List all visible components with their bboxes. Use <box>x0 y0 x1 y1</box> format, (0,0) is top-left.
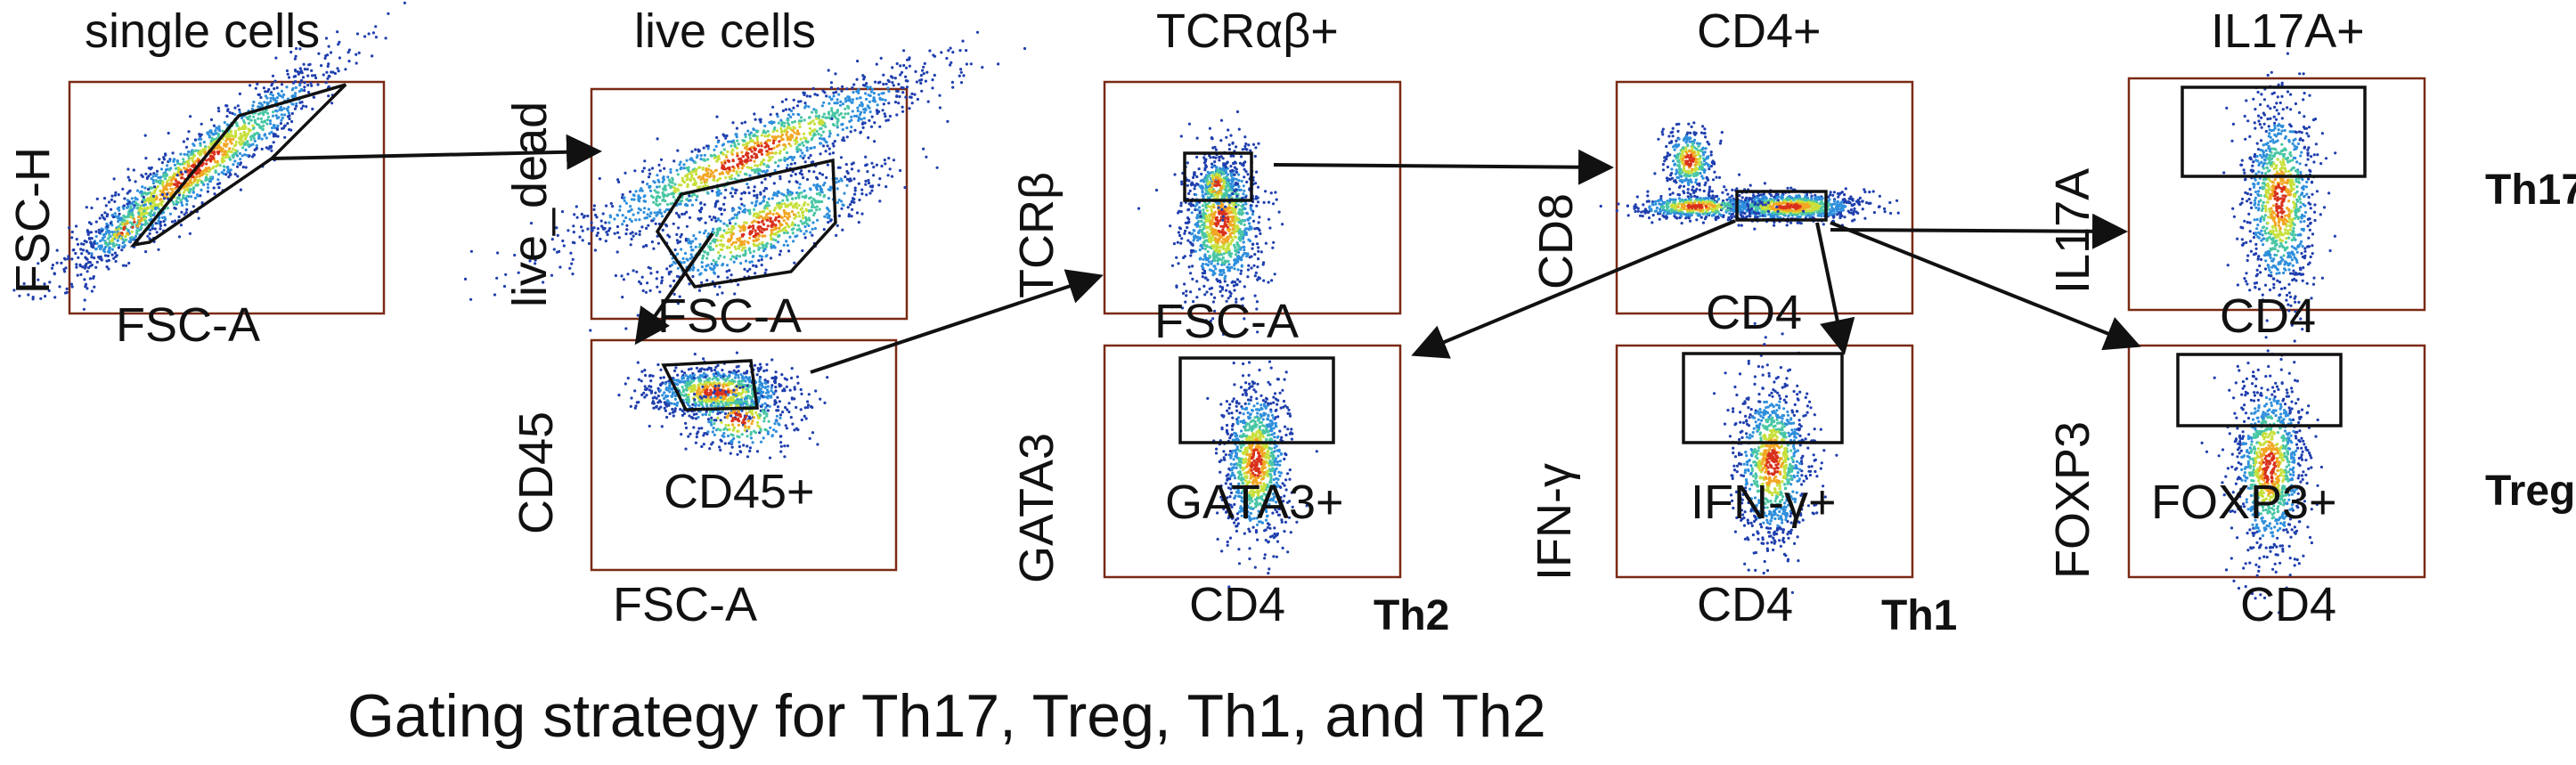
gate-foxp3 <box>2176 353 2343 427</box>
xlabel-gata3: CD4 <box>1189 578 1286 631</box>
plot-frame-cd45 <box>590 338 898 572</box>
title-tcrab: TCRαβ+ <box>1156 4 1339 58</box>
xlabel-cd45: FSC-A <box>613 578 757 631</box>
ylabel-il17a: IL17A <box>2046 167 2099 294</box>
density-tcrab <box>1137 110 1284 336</box>
arrow-live-to-cd45 <box>634 232 714 346</box>
gate-label-gata3: GATA3+ <box>1165 476 1344 529</box>
arrow-cd4-to-ifng <box>1815 222 1855 355</box>
gate-cd45 <box>661 359 759 411</box>
plot-frame-cd4 <box>1615 80 1914 315</box>
gate-live-cells <box>655 158 837 289</box>
xlabel-cd4: CD4 <box>1706 286 1803 339</box>
arrow-cd4-to-gata3 <box>1411 219 1736 359</box>
xlabel-ifng: CD4 <box>1697 578 1794 631</box>
density-ifng <box>1712 321 1838 595</box>
gate-gata3 <box>1178 356 1335 444</box>
arrow-cd4-to-foxp3 <box>1830 221 2141 351</box>
subset-th2: Th2 <box>1374 592 1450 639</box>
ylabel-single-cells: FSC-H <box>6 147 60 294</box>
arrow-cd45-to-tcrab <box>810 269 1104 374</box>
xlabel-tcrab: FSC-A <box>1154 295 1299 348</box>
density-cd45 <box>617 351 829 460</box>
density-gata3 <box>1206 330 1318 589</box>
title-il17a: IL17A+ <box>2211 4 2365 58</box>
plot-frame-il17a <box>2127 77 2426 312</box>
arrow-cd4-to-il17a <box>1830 213 2128 249</box>
ylabel-gata3: GATA3 <box>1010 432 1064 583</box>
arrow-single-to-live <box>271 134 602 170</box>
title-single-cells: single cells <box>85 4 321 58</box>
xlabel-il17a: CD4 <box>2220 289 2317 343</box>
title-cd4: CD4+ <box>1697 4 1822 58</box>
plot-frame-live-cells <box>590 87 909 321</box>
ylabel-cd45: CD45 <box>509 411 563 534</box>
figure-caption: Gating strategy for Th17, Treg, Th1, and… <box>347 682 1546 750</box>
subset-th17: Th17 <box>2485 167 2576 214</box>
arrow-tcrab-to-cd4 <box>1273 149 1614 185</box>
subset-treg: Treg <box>2485 468 2576 515</box>
xlabel-single-cells: FSC-A <box>116 298 260 352</box>
ylabel-cd4: CD8 <box>1529 192 1583 289</box>
density-il17a <box>2222 52 2337 357</box>
plot-frame-foxp3 <box>2127 344 2426 579</box>
ylabel-foxp3: FOXP3 <box>2046 420 2099 579</box>
density-live-cells <box>463 30 1027 332</box>
gate-tcrab <box>1183 151 1253 202</box>
plot-frame-ifng <box>1615 344 1914 579</box>
xlabel-foxp3: CD4 <box>2240 578 2337 631</box>
gate-label-foxp3: FOXP3+ <box>2151 476 2337 529</box>
ylabel-live-cells: live_dead <box>503 101 557 307</box>
title-live-cells: live cells <box>634 4 817 58</box>
ylabel-ifng: IFN-γ <box>1528 463 1581 581</box>
gate-ifng <box>1682 352 1844 444</box>
gate-il17a <box>2181 85 2367 178</box>
ylabel-tcrab: TCRβ <box>1010 171 1064 298</box>
plot-frame-single-cells <box>68 80 386 315</box>
density-cd4 <box>1599 121 1900 231</box>
xlabel-live-cells: FSC-A <box>657 289 802 343</box>
plot-frame-tcrab <box>1103 80 1402 315</box>
gate-label-ifng: IFN-γ+ <box>1691 476 1837 529</box>
plot-frame-gata3 <box>1103 344 1402 579</box>
gate-single-cells <box>129 83 347 248</box>
gate-label-cd45: CD45+ <box>664 465 815 518</box>
gate-cd4 <box>1735 190 1828 222</box>
subset-th1: Th1 <box>1881 592 1958 639</box>
